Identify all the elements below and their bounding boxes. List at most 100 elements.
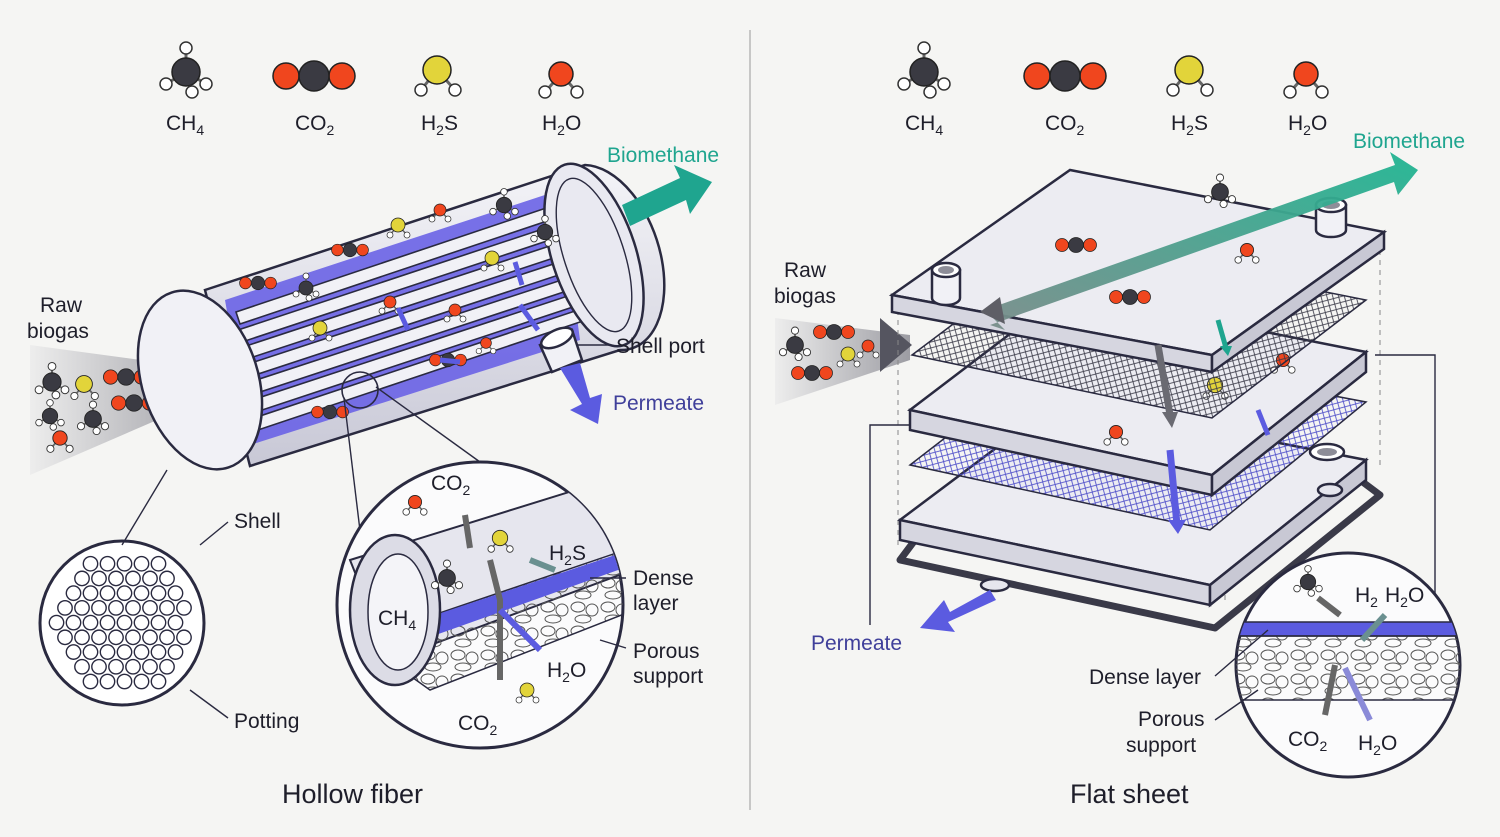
right-dense-layer-label: Dense layer — [1089, 666, 1201, 689]
svg-text:CO2: CO2 — [431, 472, 471, 498]
fiber-circle — [133, 614, 150, 631]
fiber-circle — [82, 673, 99, 690]
legend-ch4-label: CH — [166, 112, 196, 135]
hollow-fiber-cross-section — [38, 539, 206, 707]
raw-biogas-stream-right — [775, 318, 912, 405]
fiber-circle — [125, 629, 141, 646]
water-molecule-icon — [1282, 60, 1330, 100]
fiber-circle — [57, 629, 73, 646]
fiber-circle — [142, 599, 158, 616]
left-biogas-label: biogas — [27, 320, 89, 343]
right-permeate-label: Permeate — [811, 632, 902, 655]
svg-text:CH4: CH4 — [905, 112, 943, 138]
legend-h2o-label: H — [542, 112, 557, 135]
dense-label: Dense — [633, 567, 694, 590]
right-support-label: support — [1126, 734, 1196, 757]
zoom-co2-label-right: CO — [1288, 728, 1320, 751]
left-raw-label: Raw — [40, 294, 83, 317]
legend-h2s-label: H — [421, 112, 436, 135]
shell-label: Shell — [234, 510, 281, 533]
fiber-circle — [74, 599, 90, 616]
fiber-circle — [159, 629, 175, 646]
right-porous-label: Porous — [1138, 708, 1205, 731]
fiber-circle — [176, 629, 192, 646]
fiber-circle — [116, 673, 133, 690]
fiber-circle — [99, 673, 116, 690]
right-raw-label: Raw — [784, 259, 827, 282]
svg-text:CO2: CO2 — [1045, 112, 1085, 138]
hollow-fiber-module — [136, 162, 666, 471]
fiber-circle — [142, 658, 158, 675]
fiber-circle — [116, 614, 133, 631]
fiber-circle — [65, 644, 82, 660]
svg-text:CH4: CH4 — [378, 607, 416, 633]
biomethane-arrow-left — [622, 165, 712, 226]
fiber-circle — [108, 658, 124, 675]
fiber-circle — [91, 570, 107, 587]
fiber-circle — [133, 555, 150, 572]
support-label-left: support — [633, 665, 703, 688]
fiber-circle — [99, 614, 116, 631]
right-biogas-label: biogas — [774, 285, 836, 308]
water-molecule-icon — [537, 60, 585, 100]
svg-text:CO2: CO2 — [458, 712, 498, 738]
flat-sheet-zoom — [1234, 551, 1462, 779]
fiber-circle — [125, 570, 141, 587]
fiber-circle — [82, 585, 99, 602]
fiber-circle — [167, 644, 184, 660]
fiber-circle — [167, 614, 184, 631]
fiber-circle — [159, 658, 175, 675]
svg-text:H2: H2 — [1355, 584, 1378, 610]
legend-left: CH4 CO2 H2S H2O — [158, 40, 585, 138]
carbon-dioxide-molecule-icon — [272, 60, 356, 92]
fiber-circle — [82, 555, 99, 572]
left-permeate-label: Permeate — [613, 392, 704, 415]
svg-text:H2O: H2O — [1385, 584, 1424, 610]
svg-text:CH4: CH4 — [166, 112, 204, 138]
svg-text:H2O: H2O — [1288, 112, 1327, 138]
fiber-circle — [108, 629, 124, 646]
fiber-circle — [99, 644, 116, 660]
fiber-circle — [142, 629, 158, 646]
hydrogen-sulfide-molecule-icon — [413, 54, 463, 98]
hollow-fiber-zoom — [335, 460, 625, 750]
fiber-circle — [167, 585, 184, 602]
fiber-circle — [99, 585, 116, 602]
fiber-circle — [74, 570, 90, 587]
fiber-circle — [57, 599, 73, 616]
svg-text:H2S: H2S — [549, 542, 586, 568]
fiber-circle — [142, 570, 158, 587]
fiber-circle — [133, 673, 150, 690]
fiber-circle — [74, 629, 90, 646]
svg-text:H2S: H2S — [1171, 112, 1208, 138]
svg-text:H2O: H2O — [547, 659, 586, 685]
permeate-arrow-right — [920, 590, 996, 632]
fiber-circle — [65, 585, 82, 602]
fiber-circle — [99, 555, 116, 572]
zoom-h2o-bottom-right: H — [1358, 732, 1373, 755]
fiber-circle — [108, 570, 124, 587]
fiber-circle — [150, 614, 167, 631]
zoom-ch4-label: CH — [378, 607, 408, 630]
permeate-arrow-left — [560, 363, 602, 424]
layer-label: layer — [633, 592, 679, 615]
svg-text:H2O: H2O — [1358, 732, 1397, 758]
hollow-fiber-title: Hollow fiber — [282, 779, 423, 809]
porous-label-left: Porous — [633, 640, 700, 663]
shell-port-label: Shell port — [616, 335, 705, 358]
left-biomethane-label: Biomethane — [607, 144, 719, 167]
fiber-circle — [82, 644, 99, 660]
fiber-circle — [108, 599, 124, 616]
zoom-h2-label: H — [1355, 584, 1370, 607]
carbon-dioxide-molecule-icon — [1023, 60, 1107, 92]
fiber-circle — [116, 555, 133, 572]
fiber-circle — [91, 599, 107, 616]
legend-co2-label: CO — [295, 112, 327, 135]
right-biomethane-label: Biomethane — [1353, 130, 1465, 153]
zoom-h2o-label-right: H — [1385, 584, 1400, 607]
fiber-circle — [48, 614, 65, 631]
svg-text:H2O: H2O — [542, 112, 581, 138]
methane-molecule-icon — [158, 40, 214, 100]
fiber-circle — [150, 673, 167, 690]
